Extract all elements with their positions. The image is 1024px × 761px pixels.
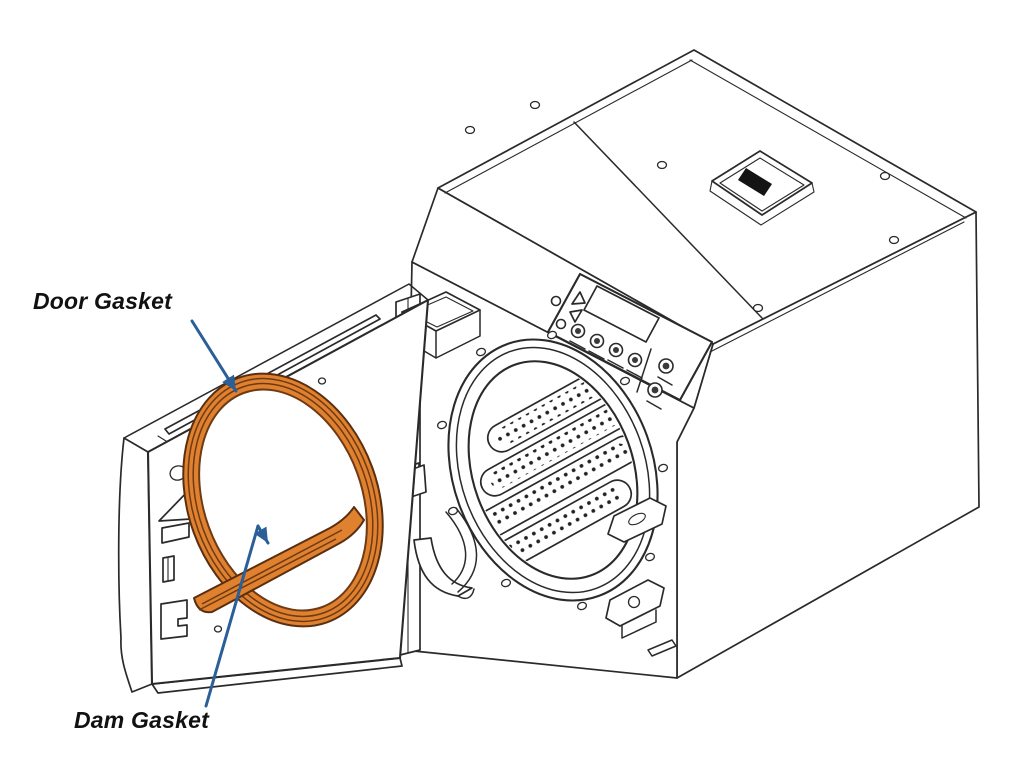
flange-bolt-holes — [436, 330, 669, 611]
chamber-opening — [436, 330, 677, 657]
panel-button-row — [569, 323, 643, 379]
dam-gasket — [193, 506, 365, 614]
door-gasket-arrow — [190, 319, 238, 393]
dam-gasket-leader — [204, 524, 260, 708]
panel-button — [555, 318, 567, 330]
panel-button — [550, 295, 562, 307]
dam-gasket-arrow — [254, 524, 270, 545]
control-panel — [546, 272, 714, 410]
printer-slot — [738, 168, 772, 196]
hinge-arm — [413, 537, 473, 597]
door-gasket — [182, 372, 384, 628]
down-arrow-button — [569, 309, 583, 323]
up-arrow-button — [571, 291, 586, 305]
panel-right-buttons — [646, 358, 674, 410]
lcd-display — [583, 285, 660, 343]
printer-recess — [709, 150, 815, 226]
vent-slot — [647, 639, 677, 657]
door-latch-bracket — [605, 579, 665, 639]
dam-gasket-label: Dam Gasket — [74, 707, 209, 733]
tray-rail-bracket — [607, 497, 667, 543]
callouts — [190, 319, 270, 708]
top-screw-holes — [464, 100, 900, 313]
door-side-edge — [117, 437, 153, 693]
door — [117, 283, 430, 694]
top-panel — [437, 49, 977, 345]
top-seam — [573, 121, 763, 319]
door-gasket-label: Door Gasket — [33, 288, 172, 314]
